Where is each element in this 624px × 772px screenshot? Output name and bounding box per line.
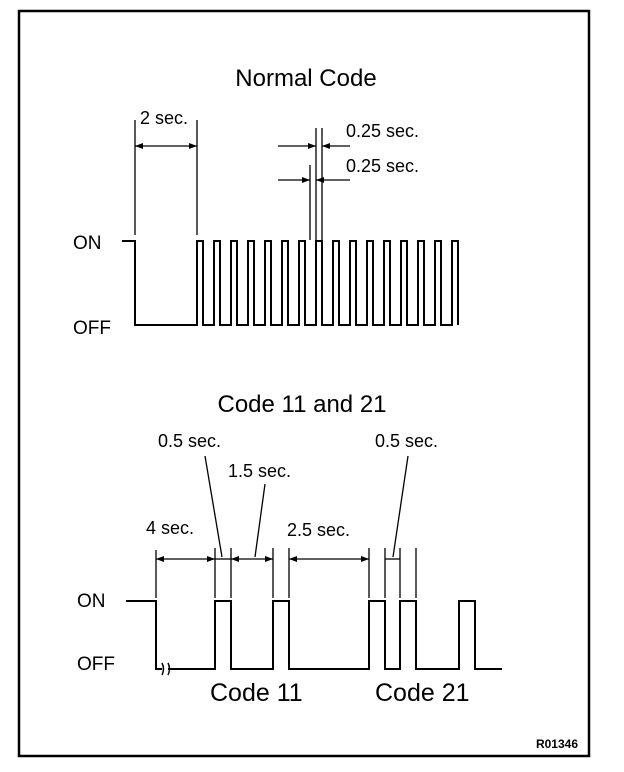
dim-15sec-arrow-left [231,556,239,562]
dim-05a-label: 0.5 sec. [158,431,221,451]
figure-reference-id: R01346 [536,737,578,751]
normal-code-title: Normal Code [235,65,376,92]
dim-4sec-arrow-right [207,556,215,562]
code-11-21-title: Code 11 and 21 [217,391,386,418]
code-21-label: Code 21 [375,679,470,707]
code-11-21-waveform [168,600,502,670]
dim-4sec-label: 4 sec. [146,518,194,538]
dim-025-on-arrow-left [308,143,316,149]
dim-4sec-arrow-left [156,556,164,562]
code-off-label: OFF [77,654,115,675]
dim-2sec-label: 2 sec. [140,108,188,128]
dim-05b-leader [392,455,409,558]
code-wave-start [126,600,162,670]
dim-25sec-arrow-right [361,556,369,562]
dim-25sec-label: 2.5 sec. [287,520,350,540]
dim-15sec-arrow-right [265,556,273,562]
dim-15sec-label: 1.5 sec. [228,461,291,481]
dim-25sec-arrow-left [289,556,297,562]
dim-2sec-arrow-right [189,143,197,149]
dim-05a-leader [204,455,223,558]
dim-025-off-arrow-right [316,177,324,183]
diagram-frame [17,9,591,758]
dim-2sec-arrow-left [135,143,143,149]
dim-025-off-label: 0.25 sec. [346,156,419,176]
normal-code-waveform [122,240,459,326]
normal-on-label: ON [73,233,102,254]
dim-15sec-leader [254,483,266,558]
code-on-label: ON [77,591,106,612]
dim-025-off-arrow-left [302,177,310,183]
dim-025-on-label: 0.25 sec. [346,121,419,141]
dim-05b-label: 0.5 sec. [375,431,438,451]
code-11-label: Code 11 [210,679,303,707]
dim-025-on-arrow-right [322,143,330,149]
normal-off-label: OFF [73,318,111,339]
